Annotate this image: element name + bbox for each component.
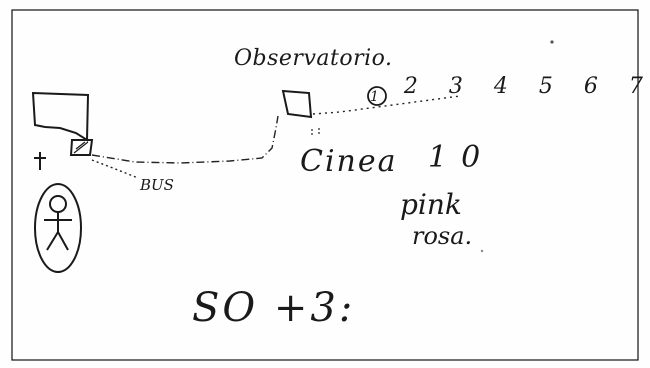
stop-number: 1 [370,89,379,105]
bus-path [91,159,139,179]
observatory-marks [311,128,320,137]
stop-number: 3 [448,74,475,99]
bus-label: BUS [140,176,174,194]
stop-number: 4 [493,74,520,99]
building-box [31,91,90,142]
stop-number: 2 [403,74,430,99]
line-number: 10 [428,140,495,175]
walk-path [91,115,279,164]
observatory-box [281,89,313,119]
color-spanish: rosa. [412,222,473,250]
bus-stop-hatch [73,141,89,154]
score-note: SO +3: [192,285,356,331]
stops-path [312,95,461,115]
person-head [49,195,67,213]
observatory-label: Observatorio. [234,46,393,71]
line-label: Cinea [300,144,398,179]
stop-number: 6 [583,74,610,99]
speck [480,249,484,253]
stop-number: 7 [629,74,650,99]
person-oval [34,183,82,273]
person-body [44,212,72,251]
color-english: pink [400,188,462,221]
page-border [11,9,639,361]
arrow-mark [34,152,46,170]
bus-stop-box [69,139,94,156]
numbered-stops: 1 2 3 4 5 6 7 [370,74,650,105]
stop-number: 5 [538,74,565,99]
stop-1-circle [367,86,387,106]
speck [550,40,554,44]
